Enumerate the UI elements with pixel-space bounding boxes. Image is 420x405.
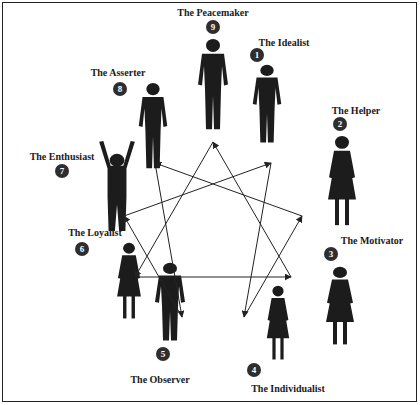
individualist-figure bbox=[267, 286, 289, 360]
star-line bbox=[155, 163, 302, 216]
number-circle: 1 bbox=[250, 48, 264, 62]
callout-number: 2 bbox=[338, 120, 343, 129]
type-label: The Idealist bbox=[259, 37, 310, 48]
star-line bbox=[213, 142, 291, 277]
callout-number: 5 bbox=[161, 350, 166, 359]
number-circle: 4 bbox=[247, 363, 261, 377]
loyalist-figure bbox=[117, 243, 141, 319]
type-label: The Peacemaker bbox=[177, 7, 248, 18]
number-circle: 5 bbox=[156, 347, 170, 361]
star-line bbox=[135, 142, 213, 277]
asserter-figure bbox=[139, 83, 168, 168]
type-label: The Motivator bbox=[341, 235, 404, 246]
figures bbox=[99, 39, 356, 360]
helper-figure bbox=[328, 136, 356, 225]
enneagram-star bbox=[124, 142, 302, 317]
type-label: The Observer bbox=[130, 374, 189, 385]
number-circle: 9 bbox=[206, 20, 220, 34]
number-circle: 3 bbox=[324, 247, 338, 261]
type-label: The Asserter bbox=[91, 67, 146, 78]
number-circle: 8 bbox=[113, 82, 127, 96]
callout-number: 9 bbox=[211, 23, 216, 32]
callout-number: 6 bbox=[80, 245, 85, 254]
callout-number: 3 bbox=[329, 250, 334, 259]
motivator-figure bbox=[326, 267, 354, 345]
idealist-figure bbox=[253, 65, 282, 143]
number-circle: 6 bbox=[75, 242, 89, 256]
enthusiast-figure bbox=[99, 141, 135, 231]
frame bbox=[3, 3, 417, 402]
callout-number: 4 bbox=[252, 366, 257, 375]
type-label: The Individualist bbox=[251, 383, 325, 394]
observer-figure bbox=[155, 263, 185, 341]
number-circle: 2 bbox=[333, 117, 347, 131]
star-line bbox=[124, 163, 271, 216]
type-label: The Helper bbox=[332, 105, 381, 116]
number-circle: 7 bbox=[55, 164, 69, 178]
callout-number: 1 bbox=[255, 51, 260, 60]
callout-number: 7 bbox=[60, 167, 65, 176]
type-label: The Loyalist bbox=[68, 227, 122, 238]
star-line bbox=[244, 216, 302, 317]
star-line bbox=[124, 216, 182, 317]
type-label: The Enthusiast bbox=[30, 151, 95, 162]
star-line bbox=[135, 277, 291, 278]
peacemaker-figure bbox=[198, 39, 228, 129]
callout-number: 8 bbox=[118, 85, 123, 94]
